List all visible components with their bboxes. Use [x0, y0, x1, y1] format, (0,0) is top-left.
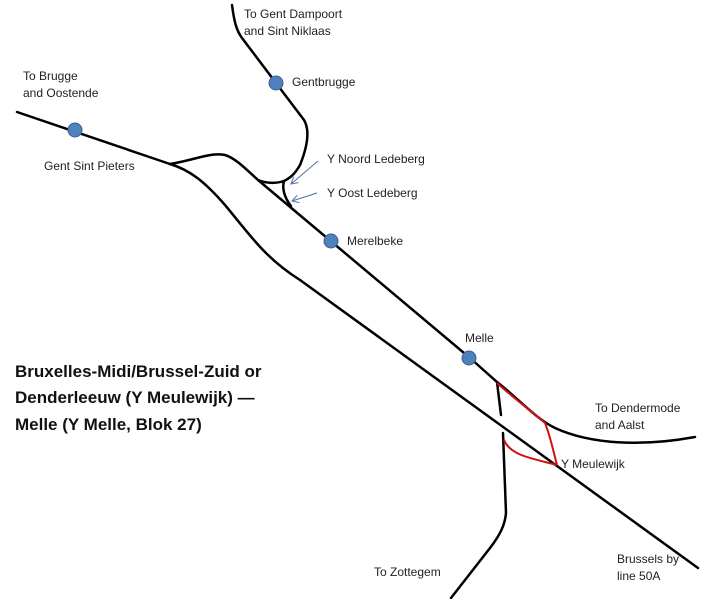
track-line-dampoort — [230, 3, 309, 183]
arrow-y-noord-ledeberg — [291, 160, 319, 184]
junction-label-y-meulewijk: Y Meulewijk — [561, 457, 626, 471]
destination-dampoort-line1: To Gent Dampoort — [244, 7, 343, 21]
station-marker-gentbrugge[interactable] — [268, 75, 284, 91]
station-marker-melle[interactable] — [461, 350, 477, 366]
track-line-50a — [168, 162, 700, 570]
destination-brugge-line2: and Oostende — [23, 86, 99, 100]
diagram-title-line2: Denderleeuw (Y Meulewijk) — — [15, 388, 255, 407]
track-curve-y-noord-ledeberg — [256, 178, 286, 185]
station-label-merelbeke: Merelbeke — [347, 234, 403, 248]
track-line-zottegem — [449, 431, 508, 599]
diagram-title-line3: Melle (Y Melle, Blok 27) — [15, 415, 202, 434]
destination-zottegem: To Zottegem — [374, 565, 441, 579]
destination-brussels-line2: line 50A — [617, 569, 660, 583]
station-label-melle: Melle — [465, 331, 494, 345]
junction-label-y-oost-ledeberg: Y Oost Ledeberg — [327, 186, 418, 200]
station-marker-merelbeke[interactable] — [323, 233, 339, 249]
station-label-gent-sint-pieters: Gent Sint Pieters — [44, 159, 135, 173]
track-curve-y-oost-ledeberg — [282, 179, 293, 208]
diagram-title-line1: Bruxelles-Midi/Brussel-Zuid or — [15, 362, 262, 381]
destination-dampoort-line2: and Sint Niklaas — [244, 24, 331, 38]
station-marker-gent-sint-pieters[interactable] — [67, 122, 83, 138]
destination-brugge-line1: To Brugge — [23, 69, 78, 83]
highlight-curve-melle-meulewijk — [496, 382, 558, 466]
destination-brussels-line1: Brussels by — [617, 552, 679, 566]
track-line-zottegem-north — [495, 380, 503, 417]
arrow-y-oost-ledeberg — [292, 192, 318, 201]
destination-dendermonde-line1: To Dendermode — [595, 401, 681, 415]
destination-dendermonde-line2: and Aalst — [595, 418, 645, 432]
highlight-curve-zottegem-meulewijk — [503, 439, 558, 466]
junction-label-y-noord-ledeberg: Y Noord Ledeberg — [327, 152, 425, 166]
station-label-gentbrugge: Gentbrugge — [292, 75, 356, 89]
